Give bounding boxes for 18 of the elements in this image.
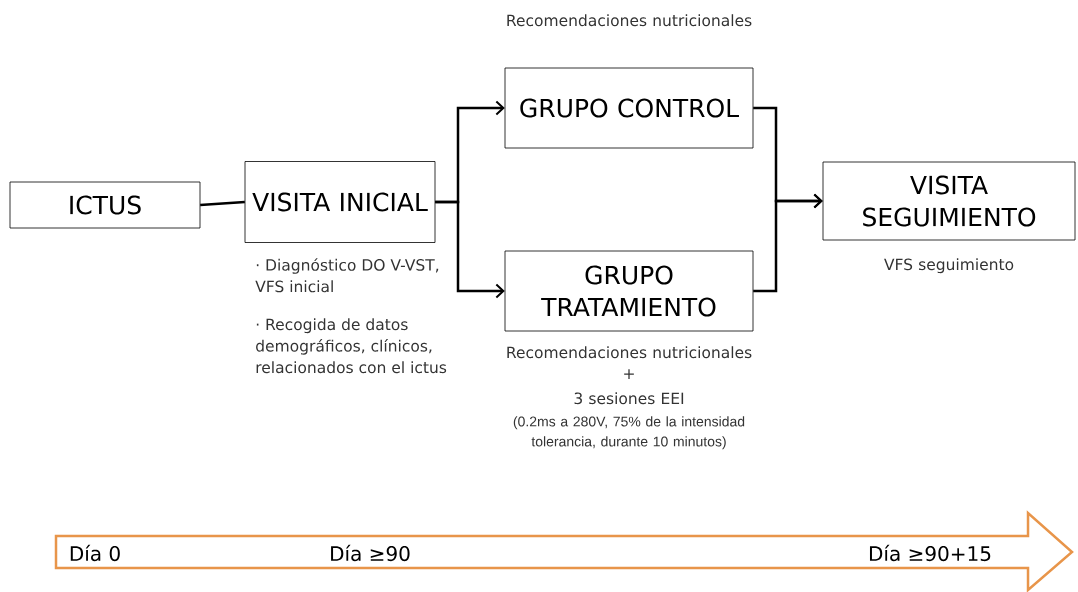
note-text: Recomendaciones nutricionales xyxy=(507,346,752,359)
timeline-label: Día ≥90+15 xyxy=(870,544,991,562)
arrow xyxy=(435,200,505,299)
process-box: GRUPO CONTROL xyxy=(504,67,754,149)
timeline-label: Día 0 xyxy=(70,544,120,562)
note-text: 3 sesiones EEI xyxy=(574,392,684,405)
note-text: (0.2ms a 280V, 75% de la intensidad tolerancia, durante 10 minutos) xyxy=(513,416,745,450)
process-box: VISITA SEGUIMIENTO xyxy=(822,161,1076,241)
note-text: · Diagnóstico DO V-VST, VFS inicial xyxy=(255,258,439,293)
note-text: Recomendaciones nutricionales xyxy=(507,14,752,27)
arrow xyxy=(753,193,823,293)
timeline-label: Día ≥90 xyxy=(331,544,410,562)
process-box: GRUPO TRATAMIENTO xyxy=(504,250,754,332)
note-text: + xyxy=(624,369,634,379)
note-text: VFS seguimiento xyxy=(884,258,1014,274)
process-box: ICTUS xyxy=(9,181,201,229)
process-box: VISITA INICIAL xyxy=(244,161,436,243)
note-text: · Recogida de datos demográficos, clínicos, relacionados con el ictus xyxy=(256,318,447,374)
